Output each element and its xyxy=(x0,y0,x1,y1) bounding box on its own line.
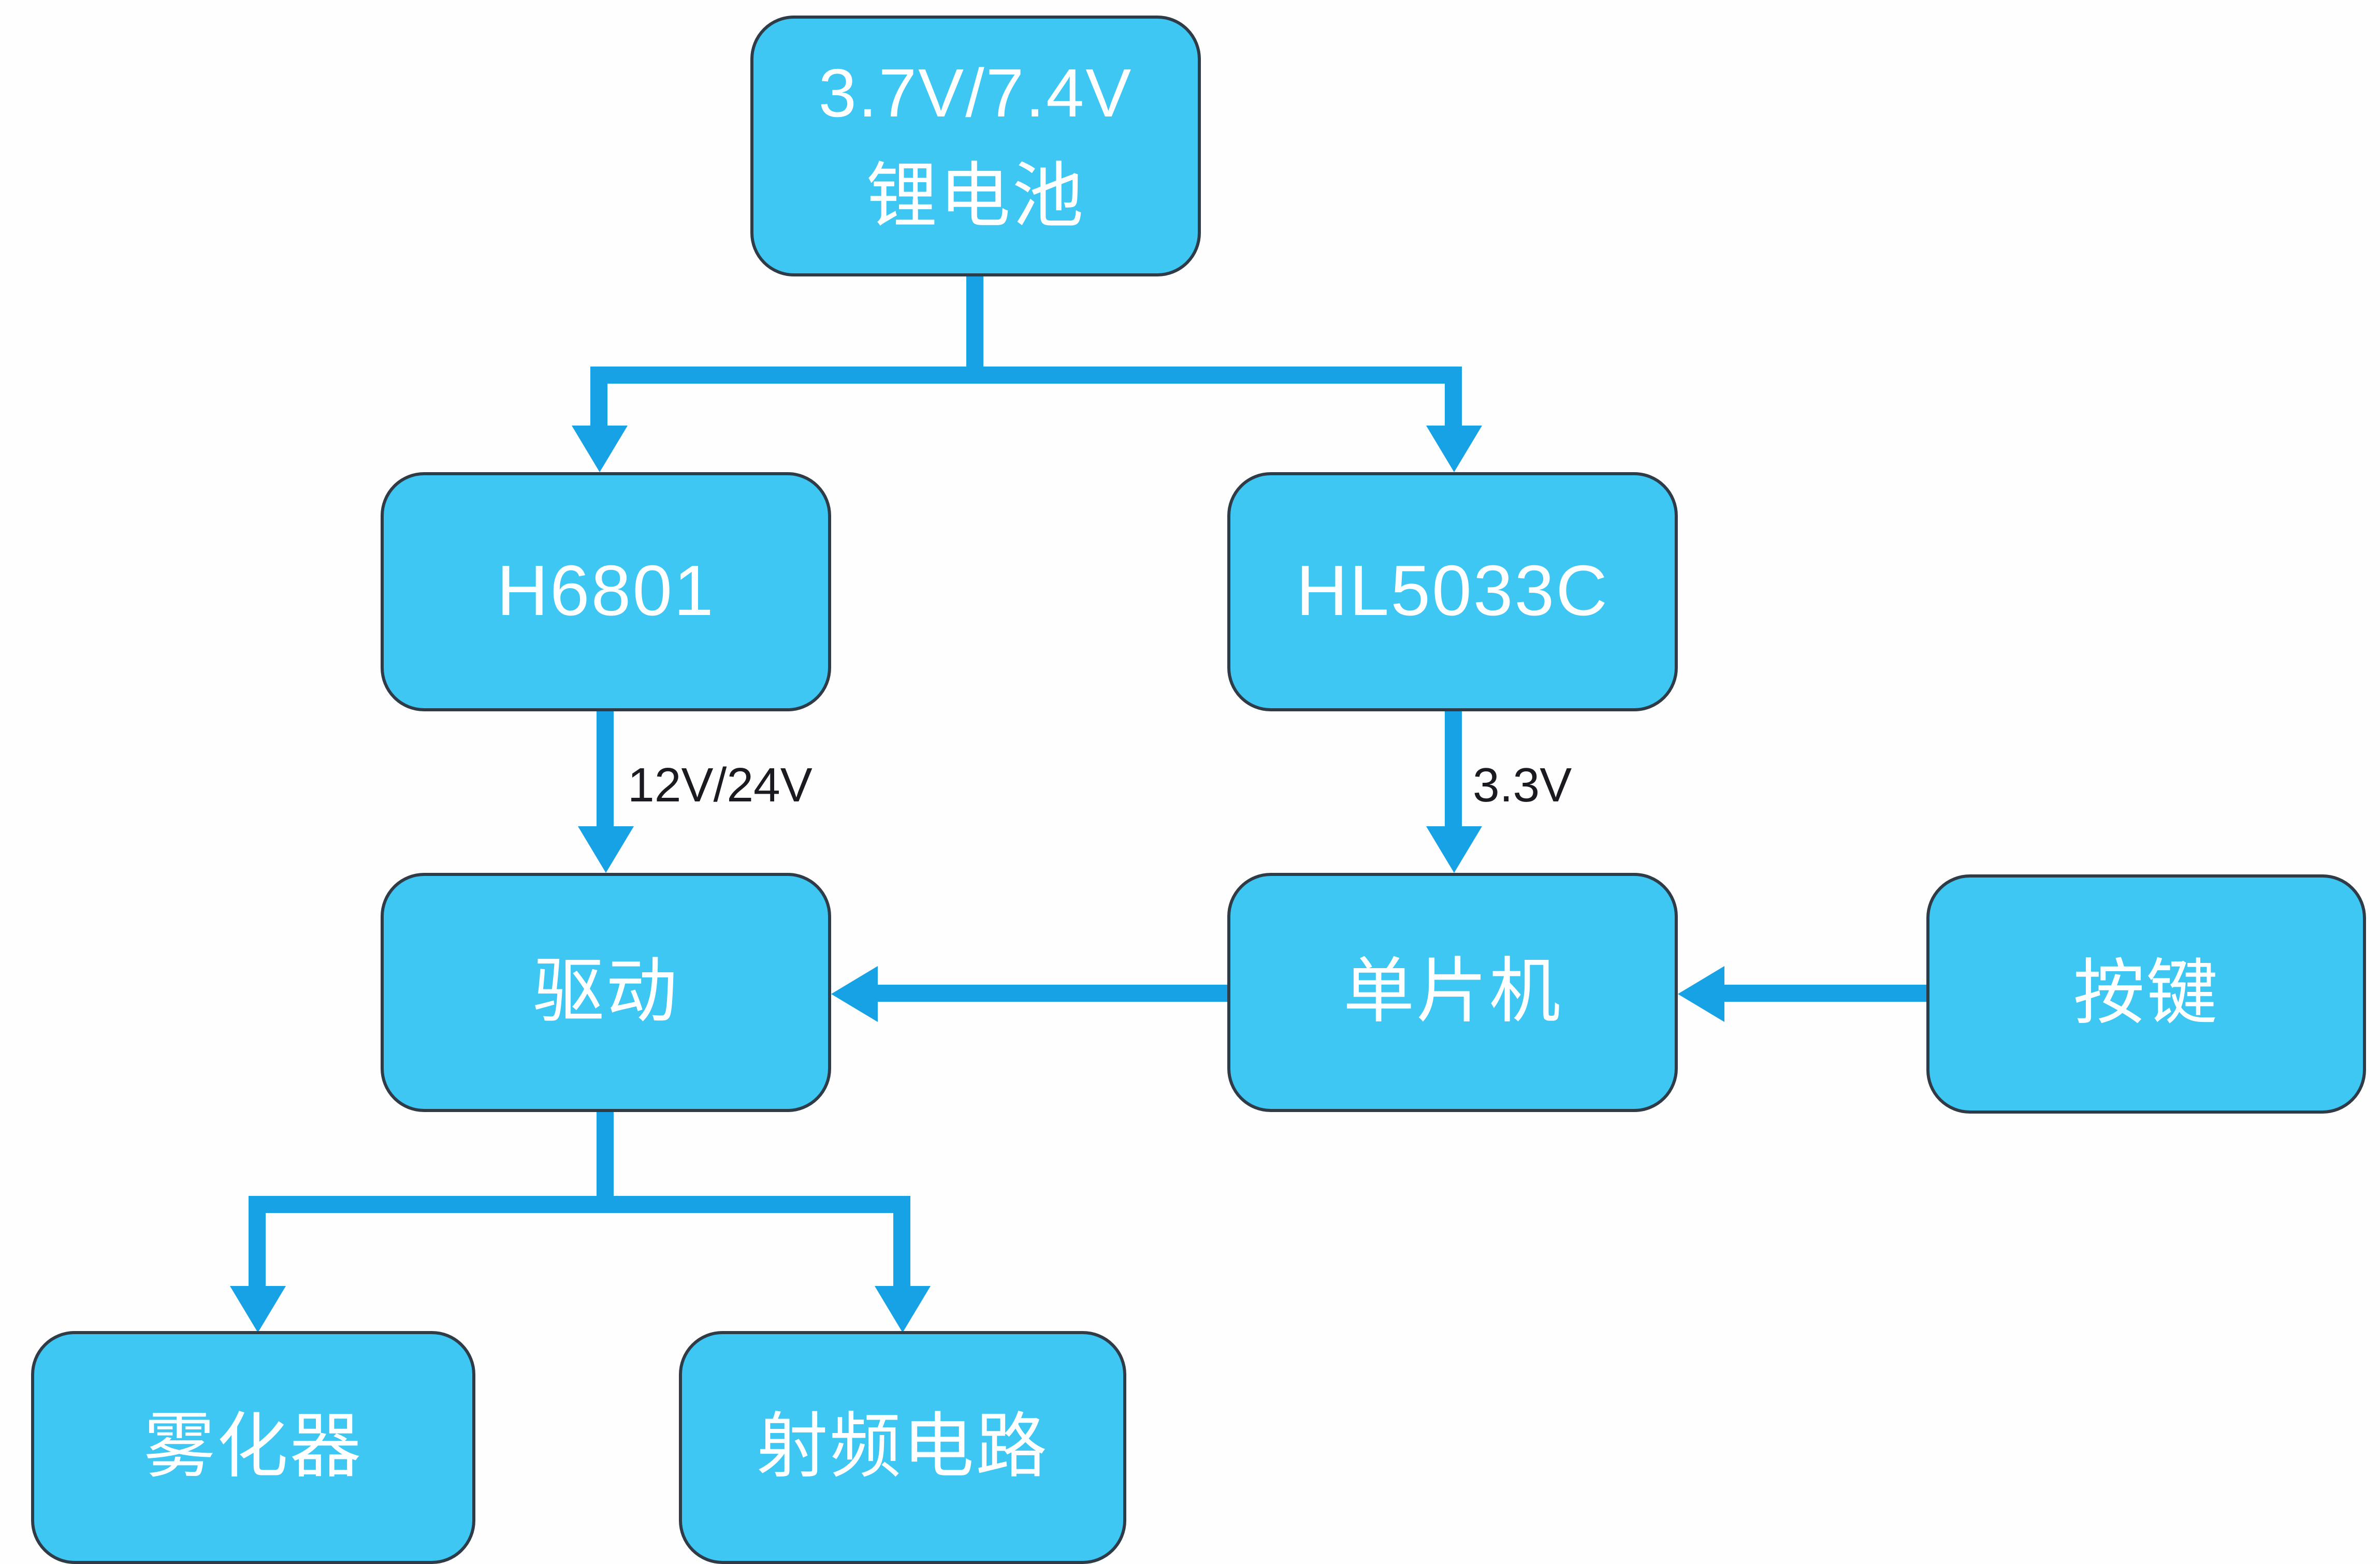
edge-mcu-drive xyxy=(872,985,1227,1002)
edge-battery-branch-bar xyxy=(590,367,1462,384)
node-h6801-label: H6801 xyxy=(497,550,715,631)
edge-drive-branch-bar xyxy=(249,1196,910,1213)
node-drive: 驱动 xyxy=(381,873,831,1112)
node-atomizer: 雾化器 xyxy=(31,1331,475,1564)
edge-label-12v-24v: 12V/24V xyxy=(628,758,812,812)
arrowhead-into-rf xyxy=(875,1286,931,1333)
arrowhead-into-drive-right xyxy=(831,966,878,1022)
edge-battery-h6801-drop xyxy=(590,367,607,429)
node-hl5033c: HL5033C xyxy=(1227,472,1678,711)
arrowhead-into-drive-top xyxy=(578,826,634,873)
edge-h6801-drive xyxy=(597,711,614,829)
edge-drive-atomizer-drop xyxy=(249,1196,266,1289)
node-hl5033c-label: HL5033C xyxy=(1296,550,1609,631)
edge-hl5033c-mcu xyxy=(1445,711,1462,829)
edge-label-3v3: 3.3V xyxy=(1473,758,1572,812)
edge-battery-stem xyxy=(966,275,983,376)
node-h6801: H6801 xyxy=(381,472,831,711)
node-battery: 3.7V/7.4V 锂电池 xyxy=(750,16,1201,276)
node-mcu-label: 单片机 xyxy=(1343,951,1562,1032)
node-rf: 射频电路 xyxy=(679,1331,1126,1564)
arrowhead-into-mcu-right xyxy=(1678,966,1724,1022)
node-atomizer-label: 雾化器 xyxy=(143,1406,363,1487)
arrowhead-into-h6801 xyxy=(572,426,628,472)
node-rf-label: 射频电路 xyxy=(757,1406,1049,1487)
edge-battery-hl5033c-drop xyxy=(1445,367,1462,429)
edge-drive-stem xyxy=(597,1112,614,1208)
node-battery-voltage: 3.7V/7.4V xyxy=(818,55,1133,132)
arrowhead-into-atomizer xyxy=(230,1286,286,1333)
node-drive-label: 驱动 xyxy=(533,951,679,1032)
node-button-label: 按键 xyxy=(2073,952,2219,1033)
node-battery-label: 锂电池 xyxy=(866,155,1085,236)
edge-button-mcu xyxy=(1718,985,1926,1002)
edge-drive-rf-drop xyxy=(893,1196,910,1289)
node-mcu: 单片机 xyxy=(1227,873,1678,1112)
node-button: 按键 xyxy=(1926,874,2366,1114)
arrowhead-into-hl5033c xyxy=(1426,426,1482,472)
arrowhead-into-mcu-top xyxy=(1426,826,1482,873)
